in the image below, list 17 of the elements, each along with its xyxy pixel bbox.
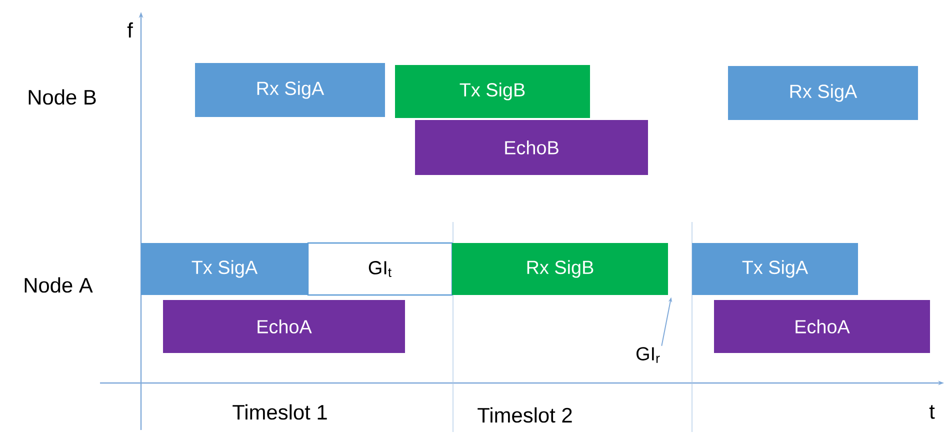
- signal-bar: Tx SigA: [692, 242, 858, 295]
- guard-interval-box: GI$_{t}$: [307, 242, 453, 296]
- axis-label: f: [127, 22, 133, 38]
- signal-bar: EchoB: [415, 120, 648, 175]
- signal-bar: Rx SigB: [452, 242, 668, 295]
- axis-label: t: [929, 405, 935, 419]
- signal-bar: EchoA: [714, 300, 930, 353]
- guard-interval-label: GI$_{r}$: [636, 347, 660, 363]
- axis-label: Timeslot 2: [478, 407, 572, 423]
- signal-bar: Tx SigB: [395, 64, 590, 118]
- signal-bar: Tx SigA: [141, 242, 308, 295]
- axis-label: Node B: [28, 89, 96, 105]
- signal-bar: Rx SigA: [195, 62, 385, 117]
- signal-bar: EchoA: [163, 300, 405, 353]
- signal-bar: Rx SigA: [728, 66, 918, 120]
- axis-label: Timeslot 1: [232, 404, 327, 420]
- axis-label: Node A: [24, 277, 93, 293]
